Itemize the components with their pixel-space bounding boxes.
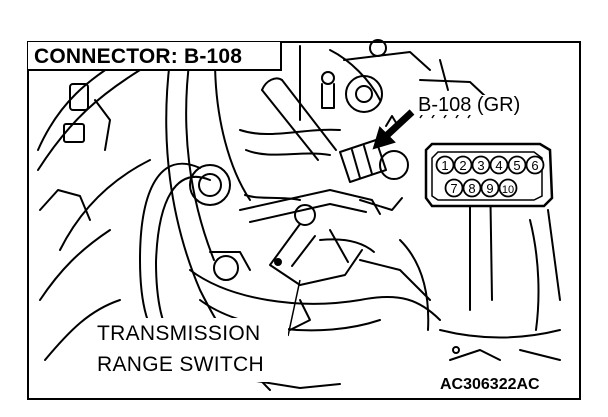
connector-pin (444, 178, 464, 198)
diagram-title: CONNECTOR: B-108 (34, 45, 243, 68)
connector-pin-number: 9 (486, 181, 493, 196)
connector-pin (471, 155, 491, 175)
connector-pin (480, 178, 500, 198)
component-label-line2: RANGE SWITCH (97, 353, 264, 376)
component-label-line1: TRANSMISSION (97, 322, 261, 345)
connector-pin-number: 1 (441, 158, 448, 173)
figure-code: AC306322AC (438, 376, 542, 393)
connector-pin (462, 178, 482, 198)
connector-pin (489, 155, 509, 175)
pointer-arrow (372, 109, 415, 150)
connector-pin (507, 155, 527, 175)
hatch-marks (419, 111, 473, 119)
connector-pin (498, 178, 518, 198)
connector-pin-number: 6 (531, 158, 538, 173)
connector-pin-number: 2 (459, 158, 466, 173)
title-box (28, 42, 282, 71)
connector-pin-number: 7 (450, 181, 457, 196)
connector-pin (525, 155, 545, 175)
connector-pin-number: 3 (477, 158, 484, 173)
connector-pin-number: 8 (468, 181, 475, 196)
connector-pin-number: 5 (513, 158, 520, 173)
connector-label: B-108 (GR) (416, 94, 523, 116)
leader-line (287, 279, 301, 337)
component-label-box (92, 318, 288, 382)
connector-pin-number: 10 (502, 184, 514, 196)
connector-pin-number: 4 (495, 158, 502, 173)
connector-pin (453, 155, 473, 175)
connector-pin (435, 155, 455, 175)
